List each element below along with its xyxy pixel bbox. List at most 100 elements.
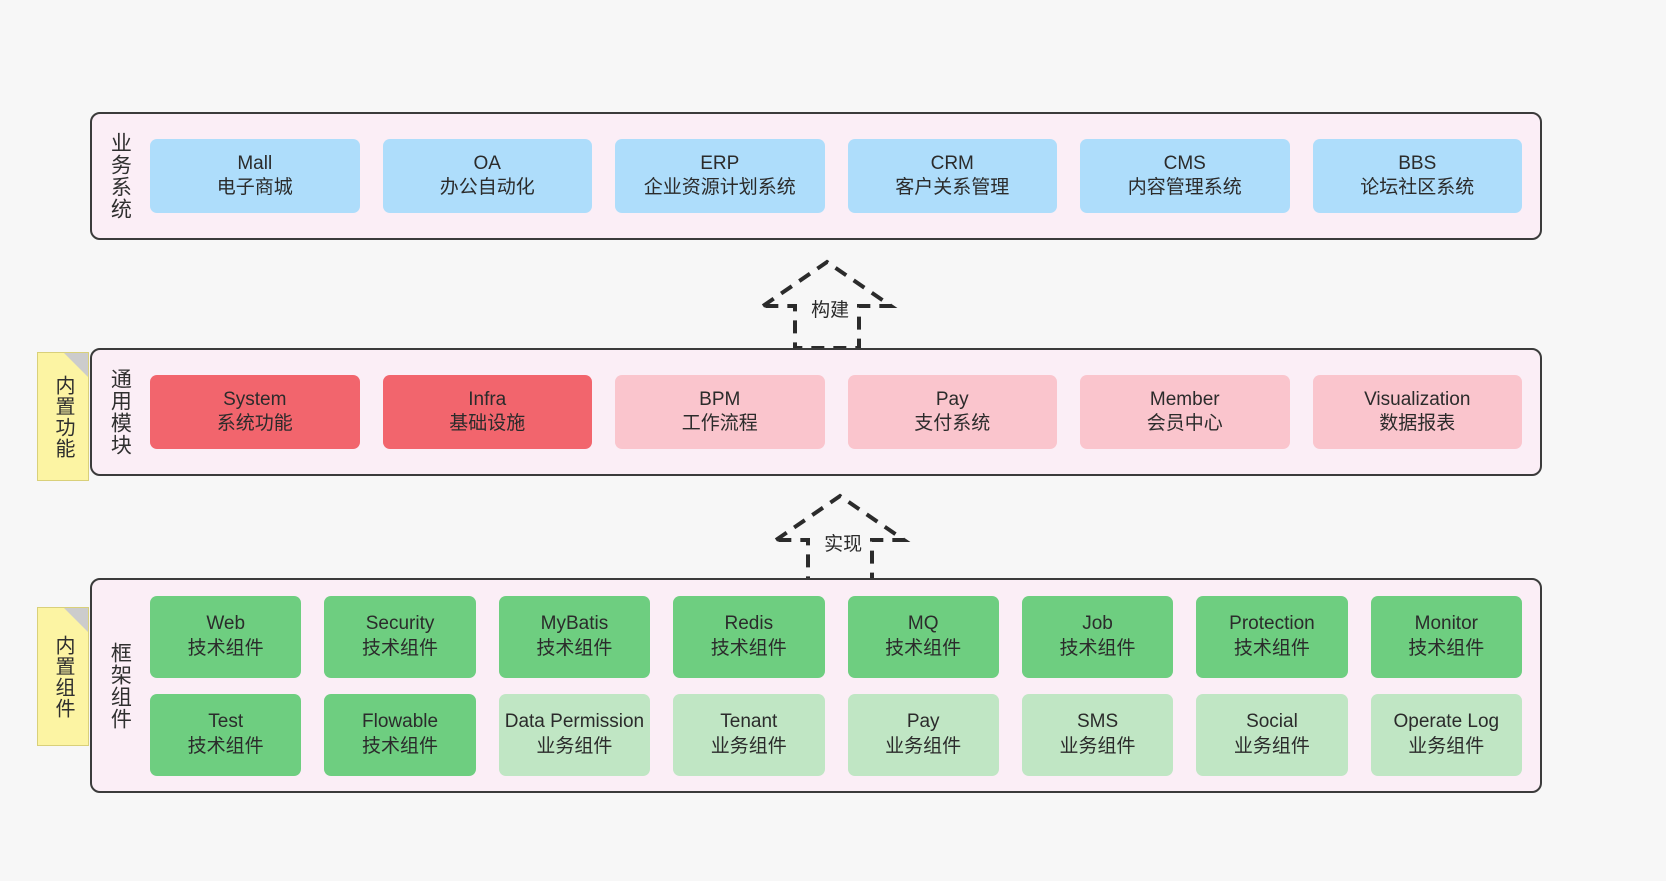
node-social[interactable]: Social 业务组件: [1196, 693, 1348, 776]
node-erp[interactable]: ERP 企业资源计划系统: [615, 139, 825, 213]
node-name: Data Permission: [504, 711, 645, 733]
node-mybatis[interactable]: MyBatis 技术组件: [498, 595, 651, 678]
node-name: System: [223, 388, 287, 410]
node-desc: 技术组件: [536, 637, 613, 659]
node-name: Infra: [468, 388, 507, 410]
node-crm[interactable]: CRM 客户关系管理: [847, 139, 1057, 213]
node-name: Visualization: [1364, 388, 1471, 410]
node-pay[interactable]: Pay 支付系统: [847, 375, 1057, 449]
node-row: Mall 电子商城 OA 办公自动化 ERP 企业资源计划系统 CRM 客户关系…: [150, 139, 1522, 213]
node-name: Web: [206, 613, 246, 635]
node-security[interactable]: Security 技术组件: [324, 595, 476, 678]
node-monitor[interactable]: Monitor 技术组件: [1370, 595, 1522, 678]
node-name: MQ: [907, 613, 939, 635]
node-cms[interactable]: CMS 内容管理系统: [1080, 139, 1290, 213]
node-desc: 基础设施: [449, 413, 526, 434]
node-desc: 技术组件: [362, 735, 439, 757]
node-desc: 企业资源计划系统: [643, 177, 796, 198]
node-desc: 业务组件: [1233, 735, 1310, 757]
node-desc: 技术组件: [187, 637, 264, 659]
node-name: Mall: [237, 152, 273, 174]
node-member[interactable]: Member 会员中心: [1080, 375, 1290, 449]
node-desc: 客户关系管理: [895, 177, 1010, 198]
node-name: BBS: [1398, 152, 1437, 174]
node-flowable[interactable]: Flowable 技术组件: [324, 693, 476, 776]
node-name: CMS: [1163, 152, 1206, 174]
node-mall[interactable]: Mall 电子商城: [150, 139, 360, 213]
layer-common-modules-body: System 系统功能 Infra 基础设施 BPM 工作流程 Pay 支付系统…: [146, 350, 1540, 474]
node-name: Test: [208, 711, 244, 733]
node-name: Monitor: [1414, 613, 1478, 635]
node-desc: 支付系统: [914, 413, 991, 434]
node-name: MyBatis: [540, 613, 609, 635]
node-name: OA: [473, 152, 501, 174]
node-redis[interactable]: Redis 技术组件: [673, 595, 825, 678]
connector-implement-label: 实现: [824, 534, 863, 555]
node-row: Web 技术组件 Security 技术组件 MyBatis 技术组件 Redi…: [150, 595, 1522, 678]
node-desc: 电子商城: [216, 177, 293, 198]
layer-framework-components-title: 框架组件: [108, 641, 132, 730]
node-name: Tenant: [720, 711, 778, 733]
layer-framework-components: 框架组件 Web 技术组件 Security 技术组件 MyBatis 技术组件…: [90, 578, 1542, 793]
node-desc: 办公自动化: [439, 177, 535, 198]
node-name: Redis: [724, 613, 774, 635]
node-desc: 技术组件: [1233, 637, 1310, 659]
node-name: Operate Log: [1393, 711, 1500, 733]
layer-business-systems: 业务系统 Mall 电子商城 OA 办公自动化 ERP 企业资源计划系统 CRM…: [90, 112, 1542, 240]
node-desc: 技术组件: [187, 735, 264, 757]
node-system[interactable]: System 系统功能: [150, 375, 360, 449]
layer-business-systems-title: 业务系统: [108, 132, 132, 220]
sticky-note-label: 内置组件: [52, 634, 74, 719]
node-name: Flowable: [362, 711, 439, 733]
node-pay-component[interactable]: Pay 业务组件: [847, 693, 999, 776]
node-name: CRM: [930, 152, 974, 174]
node-visualization[interactable]: Visualization 数据报表: [1312, 375, 1522, 449]
node-name: SMS: [1076, 711, 1119, 733]
node-desc: 系统功能: [216, 413, 293, 434]
node-desc: 技术组件: [1408, 637, 1485, 659]
node-desc: 业务组件: [710, 735, 787, 757]
node-name: ERP: [700, 152, 740, 174]
node-desc: 业务组件: [885, 735, 962, 757]
node-mq[interactable]: MQ 技术组件: [847, 595, 999, 678]
node-desc: 技术组件: [362, 637, 439, 659]
node-name: Security: [365, 613, 435, 635]
node-oa[interactable]: OA 办公自动化: [382, 139, 592, 213]
connector-implement: 实现: [760, 490, 920, 586]
node-desc: 技术组件: [885, 637, 962, 659]
node-desc: 会员中心: [1146, 413, 1223, 434]
layer-common-modules: 通用模块 System 系统功能 Infra 基础设施 BPM 工作流程 Pay…: [90, 348, 1542, 476]
node-desc: 内容管理系统: [1127, 177, 1242, 198]
node-desc: 业务组件: [1408, 735, 1485, 757]
node-bpm[interactable]: BPM 工作流程: [615, 375, 825, 449]
node-infra[interactable]: Infra 基础设施: [382, 375, 592, 449]
node-test[interactable]: Test 技术组件: [150, 693, 302, 776]
node-desc: 数据报表: [1379, 413, 1456, 434]
layer-common-modules-title: 通用模块: [108, 368, 132, 456]
node-name: Pay: [906, 711, 940, 733]
sticky-note-builtin-features: 内置功能: [37, 352, 89, 481]
node-sms[interactable]: SMS 业务组件: [1021, 693, 1174, 776]
node-desc: 业务组件: [1059, 735, 1136, 757]
connector-build-label: 构建: [811, 300, 850, 321]
node-operate-log[interactable]: Operate Log 业务组件: [1370, 693, 1522, 776]
node-name: Job: [1082, 613, 1113, 635]
sticky-note-label: 内置功能: [52, 374, 74, 459]
node-row: System 系统功能 Infra 基础设施 BPM 工作流程 Pay 支付系统…: [150, 375, 1522, 449]
node-protection[interactable]: Protection 技术组件: [1196, 595, 1348, 678]
node-job[interactable]: Job 技术组件: [1021, 595, 1174, 678]
node-tenant[interactable]: Tenant 业务组件: [673, 693, 825, 776]
node-desc: 论坛社区系统: [1360, 177, 1475, 198]
node-name: Member: [1149, 388, 1220, 410]
node-name: Social: [1246, 711, 1298, 733]
node-data-permission[interactable]: Data Permission 业务组件: [498, 693, 651, 776]
node-web[interactable]: Web 技术组件: [150, 595, 302, 678]
sticky-note-builtin-components: 内置组件: [37, 607, 89, 746]
layer-business-systems-body: Mall 电子商城 OA 办公自动化 ERP 企业资源计划系统 CRM 客户关系…: [146, 114, 1540, 238]
node-bbs[interactable]: BBS 论坛社区系统: [1312, 139, 1522, 213]
node-desc: 技术组件: [1059, 637, 1136, 659]
node-desc: 技术组件: [710, 637, 787, 659]
node-name: BPM: [699, 388, 741, 410]
layer-framework-components-body: Web 技术组件 Security 技术组件 MyBatis 技术组件 Redi…: [146, 580, 1540, 791]
